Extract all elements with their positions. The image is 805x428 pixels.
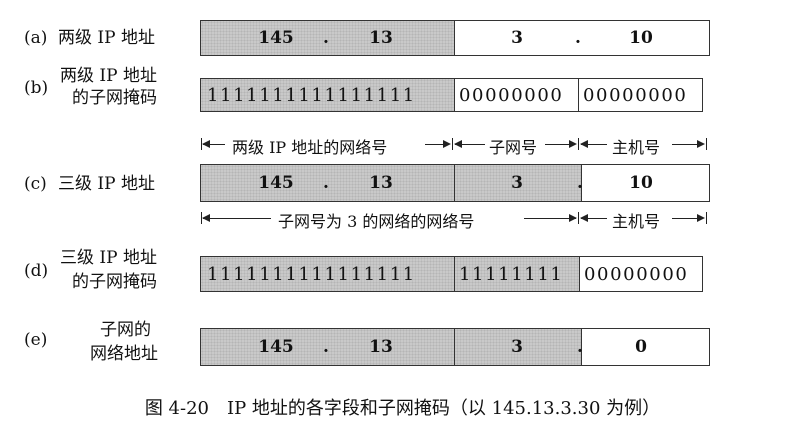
row-d-bits-subnet: 11111111	[459, 263, 564, 285]
span-bottom-host-line-left	[581, 218, 607, 219]
row-a-octet-3: 3	[511, 28, 523, 48]
row-c-network-part	[201, 165, 581, 201]
row-c-octet-3: 3	[511, 173, 523, 193]
row-c-bar: 145 . 13 3 . 10	[200, 164, 710, 202]
span-top-host-line-left	[581, 144, 607, 145]
row-e-bar: 145 . 13 3 . 0	[200, 328, 710, 366]
span-top-tick-right	[706, 138, 707, 150]
row-a-network-part	[201, 21, 454, 55]
row-c-octet-1: 145	[258, 173, 294, 193]
span-top-tick-mid1	[452, 138, 453, 150]
span-bottom-tick-right	[706, 212, 707, 224]
span-top-host-arrow-right	[697, 140, 705, 148]
row-b-bits-octet4: 00000000	[583, 84, 688, 106]
span-top-host-line-right	[672, 144, 702, 145]
row-d-title-line2: 的子网掩码	[72, 272, 157, 292]
row-e-dot-3: .	[577, 337, 583, 357]
row-c-title: 三级 IP 地址	[58, 174, 155, 194]
span-top-net-arrow-left	[202, 140, 210, 148]
row-e-octet-1: 145	[258, 337, 294, 357]
span-bottom-tick-mid	[578, 212, 579, 224]
row-b-tag: (b)	[24, 78, 49, 98]
row-c-tag: (c)	[24, 174, 47, 194]
row-e-divider-2	[581, 329, 582, 365]
row-e-dot-1: .	[323, 337, 329, 357]
row-a-divider	[454, 21, 455, 55]
row-d-bar: 1111111111111111 11111111 00000000	[200, 256, 703, 292]
row-e-octet-4: 0	[635, 337, 647, 357]
span-top-net-arrow-right	[443, 140, 451, 148]
row-c-divider-1	[454, 165, 455, 201]
span-bottom-host-line-right	[672, 218, 702, 219]
row-b-bar: 1111111111111111 00000000 00000000	[200, 78, 703, 112]
span-top-host-label: 主机号	[612, 138, 661, 157]
row-d-bits-network: 1111111111111111	[207, 263, 416, 285]
row-c-octet-4: 10	[629, 173, 653, 193]
row-a-octet-1: 145	[258, 28, 294, 48]
row-a-dot-1: .	[323, 28, 329, 48]
span-bottom-net-line-left	[203, 218, 271, 219]
span-bottom-tick-left	[201, 212, 202, 224]
row-d-title-line1: 三级 IP 地址	[60, 248, 157, 268]
row-d-divider-1	[454, 257, 455, 291]
row-a-title: 两级 IP 地址	[58, 28, 155, 48]
row-a-dot-3: .	[575, 28, 581, 48]
row-b-mask-ones	[201, 79, 454, 111]
row-c-dot-3: .	[577, 173, 583, 193]
span-top-subnet-label: 子网号	[489, 138, 538, 157]
span-top-tick-left	[201, 138, 202, 150]
row-e-octet-3: 3	[511, 337, 523, 357]
span-top-subnet-line-left	[455, 144, 485, 145]
span-bottom-net-line-right	[524, 218, 576, 219]
row-c-divider-2	[581, 165, 582, 201]
row-a-octet-2: 13	[369, 28, 393, 48]
span-bottom-net-arrow-right	[569, 214, 577, 222]
span-top-net-line-right	[425, 144, 449, 145]
row-e-title-line2: 网络地址	[90, 344, 158, 364]
row-d-tag: (d)	[24, 261, 49, 281]
row-b-divider-2	[578, 79, 579, 111]
span-bottom-host-label: 主机号	[612, 212, 661, 231]
cropped-top-edge	[0, 0, 805, 6]
row-e-tag: (e)	[24, 330, 48, 350]
row-b-bits-octet3: 00000000	[459, 84, 564, 106]
span-top-subnet-line-right	[545, 144, 575, 145]
row-e-divider-1	[454, 329, 455, 365]
row-c-octet-2: 13	[369, 173, 393, 193]
figure-caption: 图 4-20 IP 地址的各字段和子网掩码（以 145.13.3.30 为例）	[144, 398, 661, 419]
row-a-octet-4: 10	[629, 28, 653, 48]
span-top-tick-mid2	[578, 138, 579, 150]
row-b-bits-network: 1111111111111111	[207, 84, 416, 106]
row-a-tag: (a)	[24, 28, 48, 48]
span-top-network-label: 两级 IP 地址的网络号	[232, 138, 388, 157]
row-d-mask-ones	[201, 257, 579, 291]
row-e-network-part	[201, 329, 581, 365]
row-e-octet-2: 13	[369, 337, 393, 357]
row-a-bar: 145 . 13 3 . 10	[200, 20, 710, 56]
span-top-subnet-arrow-right	[569, 140, 577, 148]
row-b-title-line1: 两级 IP 地址	[60, 66, 157, 86]
span-bottom-network-label: 子网号为 3 的网络的网络号	[278, 212, 475, 231]
span-top-net-line-left	[203, 144, 225, 145]
row-c-dot-1: .	[323, 173, 329, 193]
row-d-bits-host: 00000000	[584, 263, 689, 285]
row-e-title-line1: 子网的	[100, 320, 151, 340]
row-d-divider-2	[579, 257, 580, 291]
row-b-title-line2: 的子网掩码	[72, 88, 157, 108]
row-b-divider-1	[454, 79, 455, 111]
span-bottom-host-arrow-right	[697, 214, 705, 222]
